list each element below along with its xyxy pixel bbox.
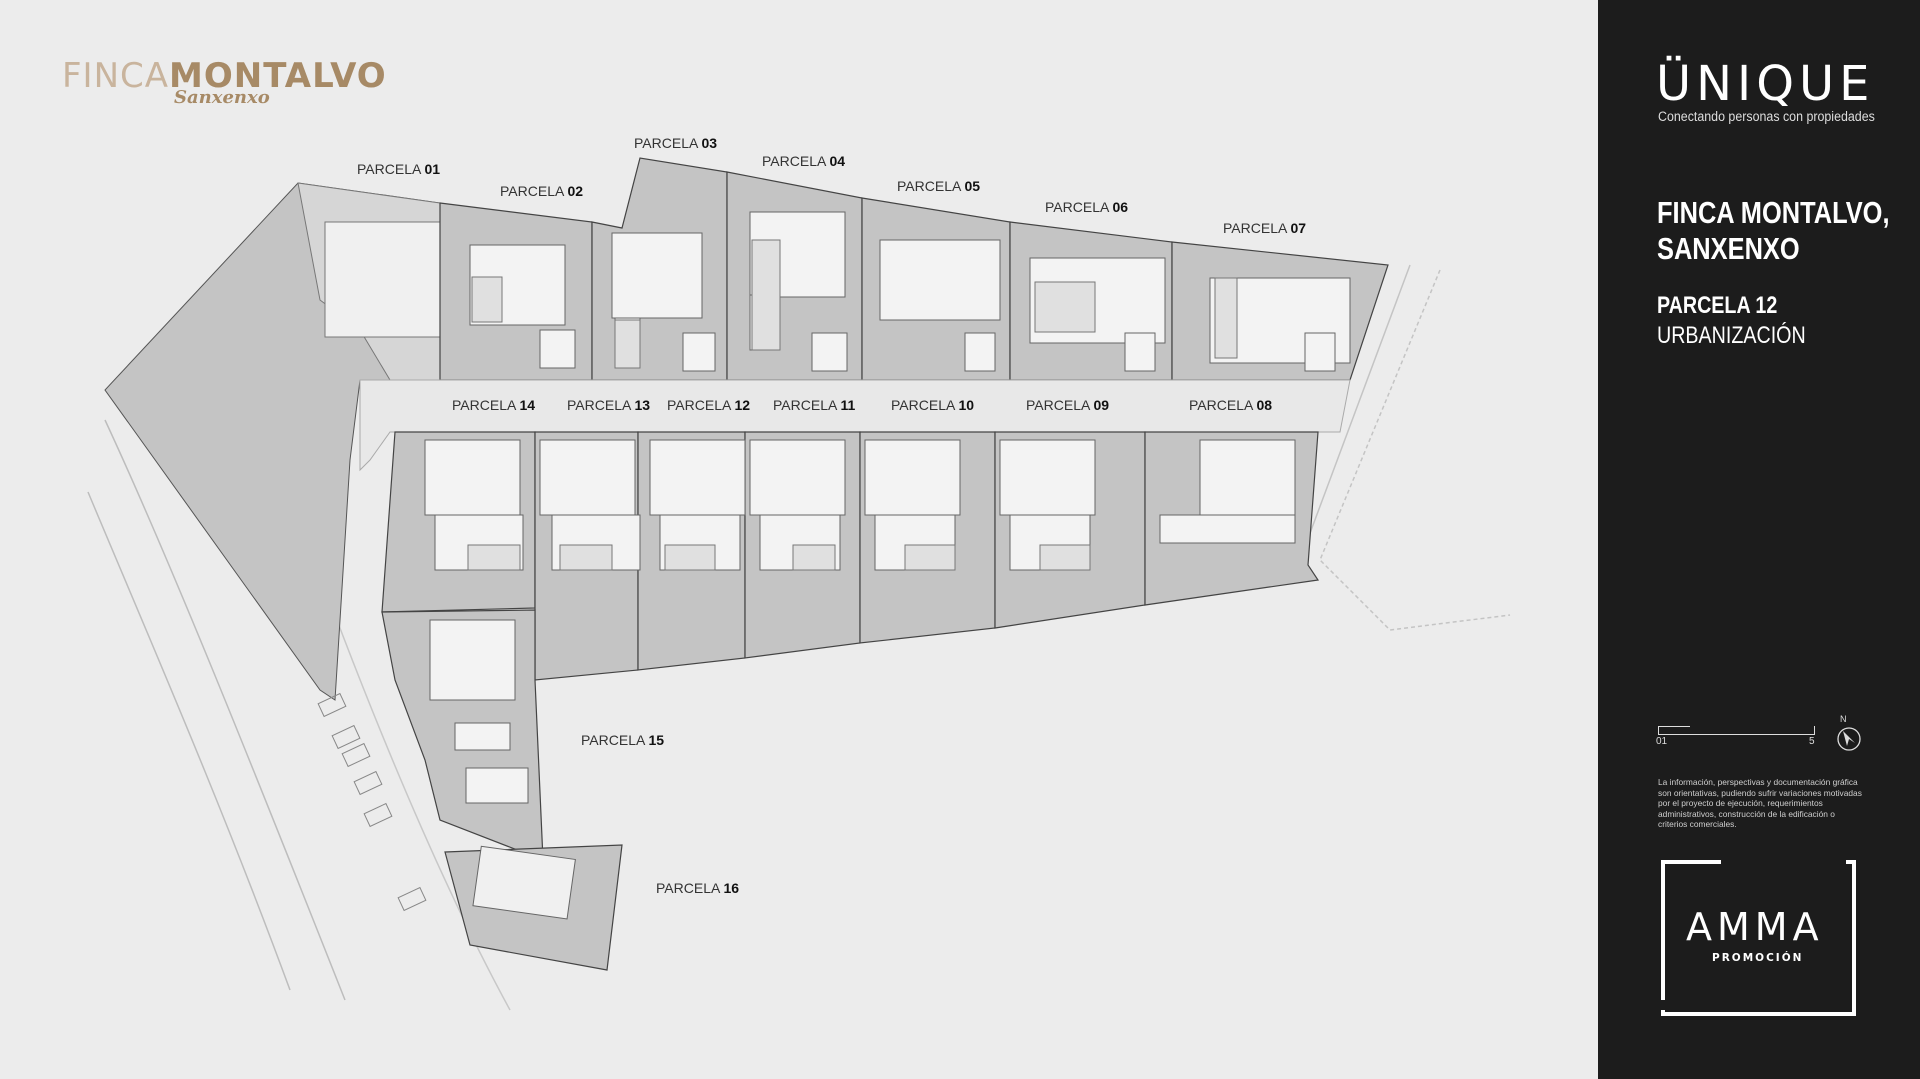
plot-13-label: PARCELA 13	[567, 397, 650, 413]
amma-promocion-logo: AMMA PROMOCIÓN	[1661, 858, 1856, 1016]
promocion-text: PROMOCIÓN	[1712, 952, 1804, 964]
plot-16-label: PARCELA 16	[656, 880, 739, 896]
logo-montalvo-text: MONTALVO	[169, 56, 387, 96]
plot-subtitle: PARCELA 12	[1657, 292, 1778, 319]
pool-outlines	[467, 239, 1238, 571]
plot-02-label: PARCELA 02	[500, 183, 583, 199]
road-edge	[334, 614, 511, 1011]
parking-bays	[317, 692, 427, 912]
plot-10-label: PARCELA 10	[891, 397, 974, 413]
plot-06-label: PARCELA 06	[1045, 199, 1128, 215]
plot-11-label: PARCELA 11	[773, 397, 855, 413]
plot-03-label: PARCELA 03	[634, 135, 717, 151]
house-footprints	[424, 439, 1296, 804]
logo-frame-gap	[1661, 1000, 1786, 1010]
brand-tagline: Conectando personas con propiedades	[1658, 109, 1875, 124]
building-footprint	[324, 221, 441, 338]
road-edge	[87, 491, 291, 991]
legal-disclaimer: La información, perspectivas y documenta…	[1658, 777, 1862, 829]
plot-04-label: PARCELA 04	[762, 153, 845, 169]
logo-sanxenxo-text: Sanxenxo	[174, 87, 270, 108]
scale-line	[1658, 726, 1815, 735]
finca-montalvo-logo: FINCAMONTALVO Sanxenxo	[62, 56, 387, 108]
scale-bar: 01 5	[1656, 722, 1818, 752]
site-plan-map: FINCAMONTALVO Sanxenxo	[62, 56, 1511, 1011]
plot-08-label: PARCELA 08	[1189, 397, 1272, 413]
page-title: FINCA MONTALVO, SANXENXO	[1657, 195, 1890, 267]
amma-wordmark: AMMA	[1686, 905, 1824, 949]
scale-start-label: 01	[1656, 736, 1668, 747]
building-footprint	[472, 845, 576, 920]
road-edge	[104, 419, 346, 1001]
plot-05-label: PARCELA 05	[897, 178, 980, 194]
info-sidebar: ÜNIQUE Conectando personas con propiedad…	[1598, 0, 1920, 1079]
scale-segment	[1658, 726, 1690, 731]
central-road	[359, 379, 1351, 472]
plot-14-label: PARCELA 14	[452, 397, 535, 413]
title-line-1: FINCA MONTALVO,	[1657, 195, 1890, 230]
plot-07-label: PARCELA 07	[1223, 220, 1306, 236]
plot-01-label: PARCELA 01	[357, 161, 440, 177]
title-line-2: SANXENXO	[1657, 231, 1800, 266]
plot-12-label: PARCELA 12	[667, 397, 750, 413]
north-compass: N	[1834, 714, 1864, 754]
plot-15-label: PARCELA 15	[581, 732, 664, 748]
compass-icon	[1837, 727, 1861, 751]
road-edge	[1319, 269, 1511, 631]
road-edge	[1299, 264, 1411, 561]
logo-finca-text: FINCA	[62, 56, 170, 96]
north-label: N	[1840, 714, 1847, 724]
logo-frame-gap	[1721, 858, 1846, 868]
site-plan-drawing: PARCELA 01 PARCELA 02 PARCELA 03 PARCELA…	[87, 135, 1511, 1011]
scale-end-label: 5	[1809, 736, 1815, 747]
unique-brand-logo: ÜNIQUE	[1656, 56, 1875, 112]
plot-09-label: PARCELA 09	[1026, 397, 1109, 413]
section-subtitle: URBANIZACIÓN	[1657, 322, 1806, 349]
